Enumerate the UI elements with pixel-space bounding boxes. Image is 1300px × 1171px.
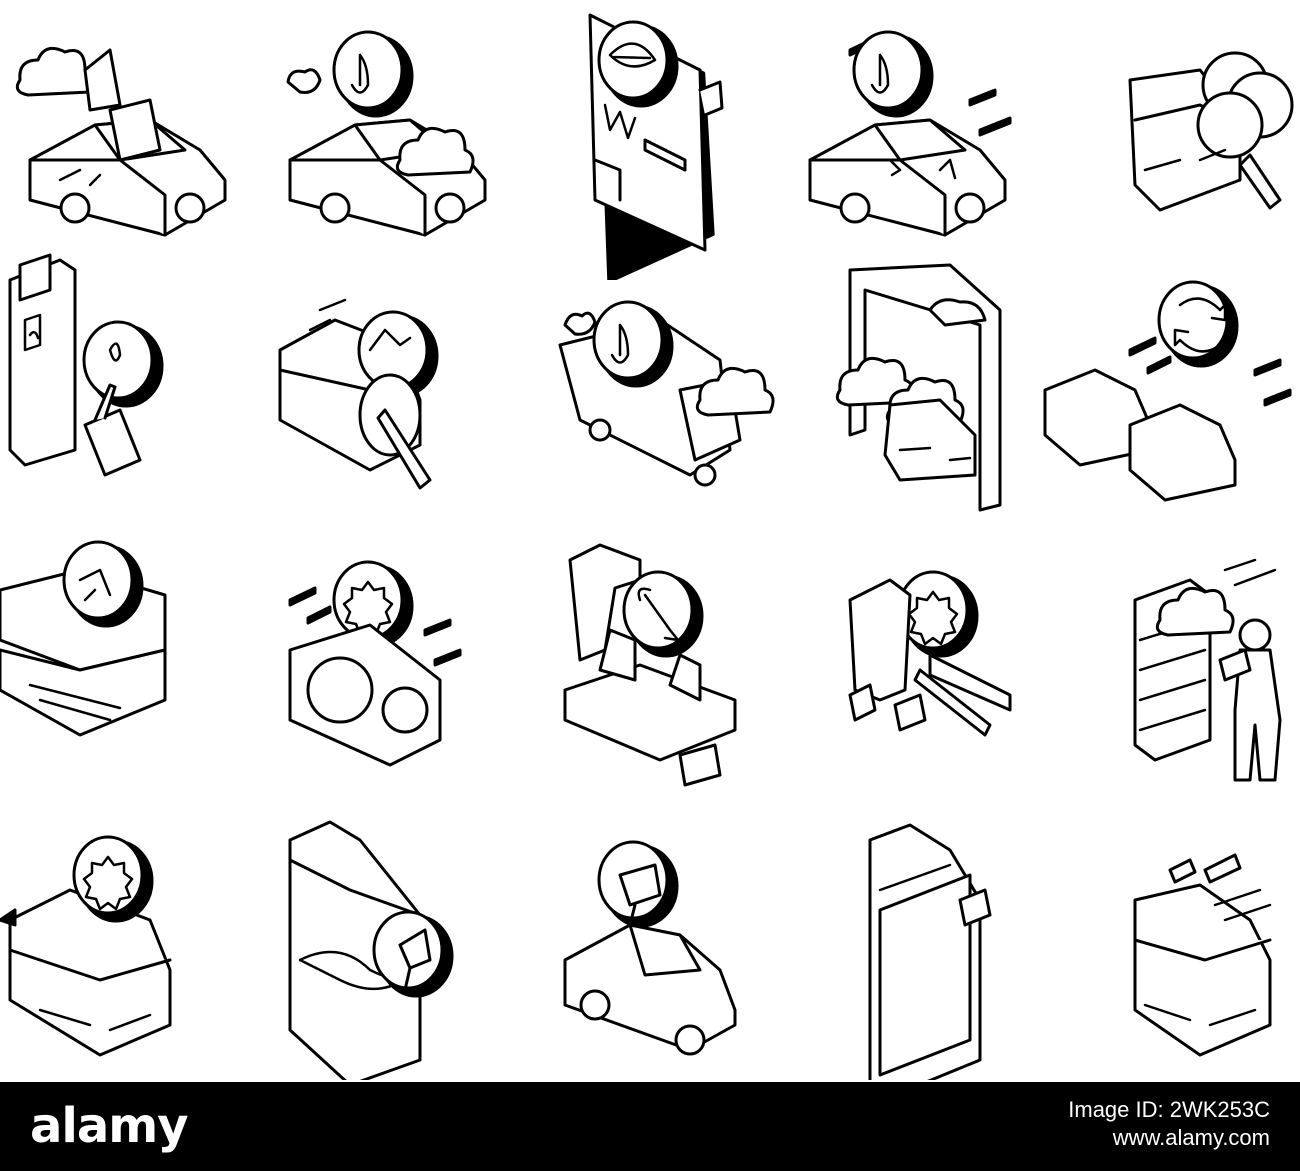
car-body-crash-icon (0, 10, 260, 280)
site-url-text: www.alamy.com (1112, 1125, 1270, 1150)
car-paint-drop-icon (260, 10, 520, 280)
footer-meta: Image ID: 2WK253C www.alamy.com (1068, 1096, 1270, 1152)
car-side-spray-icon (520, 810, 780, 1080)
icon-grid (0, 10, 1300, 1080)
car-lift-wrench-icon (520, 520, 780, 790)
truck-paint-drop-icon (520, 250, 780, 520)
spray-gun-gear-icon (780, 520, 1040, 790)
paint-can-drop-brush-icon (0, 250, 260, 520)
alamy-logo: alamy (30, 1098, 189, 1154)
bumper-repair-icon (0, 520, 260, 790)
eco-document-leaf-icon (520, 10, 780, 280)
car-exchange-cycle-icon (1040, 250, 1300, 520)
car-front-spray-icon (1040, 810, 1300, 1080)
car-door-spray-icon (260, 810, 520, 1080)
footer-bar: alamy Image ID: 2WK253C www.alamy.com (0, 1082, 1300, 1171)
van-polishing-tool-icon (260, 250, 520, 520)
car-door-panel-icon (780, 810, 1040, 1080)
headlight-gear-icon (260, 520, 520, 790)
color-selection-magnifier-icon (1040, 10, 1300, 280)
car-front-gear-icon (0, 810, 260, 1080)
paint-booth-car-icon (780, 250, 1040, 520)
icon-sheet (0, 10, 1300, 1080)
worker-wall-paint-icon (1040, 520, 1300, 790)
car-damage-repair-icon (780, 10, 1040, 280)
image-id-text: Image ID: 2WK253C (1068, 1097, 1270, 1122)
